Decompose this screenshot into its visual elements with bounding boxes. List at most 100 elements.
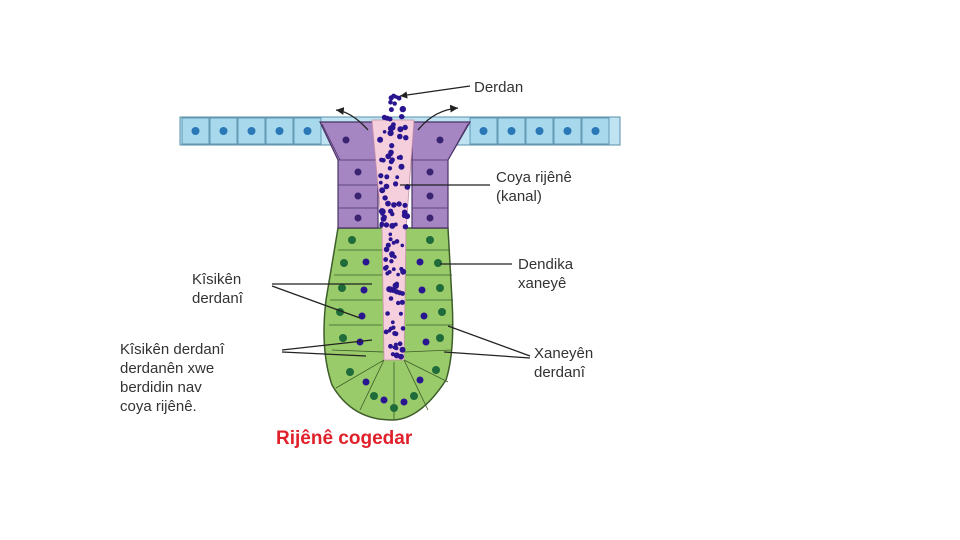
cell-nucleus	[426, 236, 434, 244]
diagram-title: Rijênê cogedar	[276, 428, 413, 449]
cell-nucleus	[436, 334, 444, 342]
secretory-granule	[399, 155, 403, 159]
cell-nucleus	[343, 137, 350, 144]
secretory-granule	[397, 134, 403, 140]
secretory-granule	[380, 222, 385, 227]
cell-nucleus	[508, 127, 516, 135]
secretory-granule	[400, 347, 406, 353]
secretory-granule	[389, 259, 393, 263]
cell-nucleus	[427, 169, 434, 176]
cell-nucleus	[437, 137, 444, 144]
secretory-granule	[384, 174, 389, 179]
secretory-granule	[389, 237, 393, 241]
secretory-granule	[393, 255, 397, 259]
secretory-granule	[403, 135, 408, 140]
secretory-granule	[377, 137, 383, 143]
cell-nucleus	[592, 127, 600, 135]
secretory-granule	[395, 239, 400, 244]
secretory-granule	[391, 202, 397, 208]
label-release-line4: coya rijênê.	[120, 398, 197, 415]
secretory-granule	[400, 106, 406, 112]
secretory-granule	[388, 130, 394, 136]
label-duct-line2: (kanal)	[496, 188, 542, 205]
secretory-granule	[389, 233, 393, 237]
secretory-granule	[399, 312, 403, 316]
secretory-granule	[388, 344, 393, 349]
cell-nucleus	[355, 215, 362, 222]
secretory-granule	[384, 184, 390, 190]
cell-nucleus	[339, 334, 347, 342]
cell-nucleus	[346, 368, 354, 376]
secretory-granule	[400, 291, 405, 296]
secretory-granule	[383, 130, 387, 134]
secretory-granule	[394, 331, 399, 336]
secretory-granule	[385, 201, 391, 207]
secretory-granule	[401, 244, 405, 248]
cell-nucleus	[427, 193, 434, 200]
secretory-granule	[398, 354, 404, 360]
secretory-granule	[385, 271, 389, 275]
cell-nucleus	[304, 127, 312, 135]
cell-nucleus	[436, 284, 444, 292]
secretory-granule	[398, 341, 403, 346]
secretory-granule	[389, 327, 393, 331]
secretory-granule	[423, 339, 430, 346]
secretory-granule	[379, 208, 385, 214]
secretory-granule	[388, 100, 393, 105]
secretory-granule	[381, 158, 386, 163]
secretory-granule	[401, 399, 408, 406]
cell-nucleus	[338, 284, 346, 292]
secretory-granule	[393, 101, 397, 105]
label-release-line1: Kîsikên derdanî	[120, 341, 225, 358]
label-vesicles-line2: derdanî	[192, 290, 244, 307]
secretory-granule	[393, 181, 398, 186]
label-vesicles-line1: Kîsikên	[192, 271, 241, 288]
label-duct-line1: Coya rijênê	[496, 169, 572, 186]
label-secretion: Derdan	[474, 79, 523, 96]
label-connective-line1: Dendika	[518, 256, 574, 273]
leader-cells-1	[448, 326, 530, 356]
cell-nucleus	[192, 127, 200, 135]
secretory-granule	[395, 95, 399, 99]
secretory-granule	[417, 259, 424, 266]
secretory-granule	[389, 153, 393, 157]
cell-nucleus	[390, 404, 398, 412]
cell-nucleus	[276, 127, 284, 135]
secretory-granule	[379, 181, 383, 185]
cell-nucleus	[432, 366, 440, 374]
secretory-granule	[419, 287, 426, 294]
cell-nucleus	[220, 127, 228, 135]
cell-nucleus	[370, 392, 378, 400]
secretory-granule	[382, 195, 387, 200]
label-connective-line2: xaneyê	[518, 275, 566, 292]
secretory-granule	[384, 222, 389, 227]
secretory-granule	[361, 287, 368, 294]
secretory-granule	[417, 377, 424, 384]
secretory-granule	[381, 397, 388, 404]
label-release-line3: berdidin nav	[120, 379, 202, 396]
secretory-granule	[400, 300, 405, 305]
cell-nucleus	[536, 127, 544, 135]
secretory-granule	[393, 283, 399, 289]
secretory-granule	[395, 175, 399, 179]
secretory-granule	[383, 257, 388, 262]
secretory-granule	[386, 243, 391, 248]
secretory-granule	[385, 311, 390, 316]
secretory-granule	[396, 273, 400, 277]
leader-secretion	[400, 86, 470, 96]
secretory-granule	[385, 265, 389, 269]
secretory-granule	[402, 203, 407, 208]
secretory-granule	[389, 159, 394, 164]
secretory-granule	[392, 267, 396, 271]
secretory-granule	[394, 343, 398, 347]
secretory-granule	[400, 115, 404, 119]
secretory-granule	[389, 223, 395, 229]
secretory-granule	[396, 301, 400, 305]
cell-nucleus	[340, 259, 348, 267]
secretory-granule	[400, 269, 406, 275]
secretory-granule	[401, 326, 406, 331]
secretory-granule	[363, 379, 370, 386]
cell-nucleus	[355, 193, 362, 200]
secretory-granule	[397, 126, 403, 132]
